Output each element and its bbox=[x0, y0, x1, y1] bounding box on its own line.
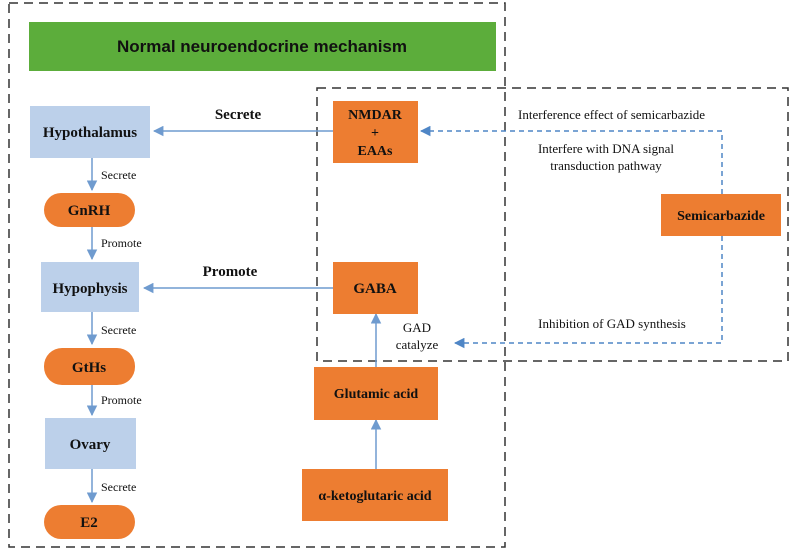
nmdar-label-line2: + bbox=[371, 126, 379, 141]
nmdar-eaas-box bbox=[333, 101, 418, 163]
gaba-box bbox=[333, 262, 418, 314]
semicarbazide-box bbox=[661, 194, 781, 236]
gnrh-pill bbox=[44, 193, 135, 227]
ovary-label: Ovary bbox=[70, 437, 111, 453]
title-banner bbox=[29, 22, 496, 71]
ketoglutaric-acid-box bbox=[302, 469, 448, 521]
nmdar-label-line1: NMDAR bbox=[348, 108, 403, 123]
diagram-title: Normal neuroendocrine mechanism bbox=[117, 37, 407, 56]
nmdar-label-line3: EAAs bbox=[357, 144, 393, 159]
e2-pill bbox=[44, 505, 135, 539]
dna-interference-line2: transduction pathway bbox=[550, 158, 662, 173]
semicarbazide-interference-frame bbox=[316, 87, 789, 362]
gad-inhibition-label: Inhibition of GAD synthesis bbox=[538, 316, 686, 331]
glutamic-acid-label: Glutamic acid bbox=[334, 387, 419, 402]
hypothalamus-label: Hypothalamus bbox=[43, 125, 137, 141]
hypophysis-label: Hypophysis bbox=[52, 281, 127, 297]
ketoglutaric-acid-label: α-ketoglutaric acid bbox=[318, 489, 431, 504]
e2-label: E2 bbox=[80, 515, 98, 531]
promote-bold-label: Promote bbox=[203, 264, 258, 280]
ovary-box bbox=[45, 418, 136, 469]
secrete-label-2: Secrete bbox=[101, 323, 136, 337]
gaba-label: GABA bbox=[353, 281, 397, 297]
gad-catalyze-line2: catalyze bbox=[396, 337, 439, 352]
gths-pill bbox=[44, 348, 135, 385]
semicarbazide-label: Semicarbazide bbox=[677, 209, 765, 224]
interference-label: Interference effect of semicarbazide bbox=[518, 107, 705, 122]
dashed-arrow-semicarbazide-to-nmdar bbox=[419, 125, 723, 194]
secrete-label-1: Secrete bbox=[101, 168, 136, 182]
hypophysis-box bbox=[41, 262, 139, 312]
glutamic-acid-box bbox=[314, 367, 438, 420]
gnrh-label: GnRH bbox=[68, 203, 111, 219]
secrete-bold-label: Secrete bbox=[215, 107, 262, 123]
normal-mechanism-frame bbox=[8, 2, 506, 548]
promote-label-2: Promote bbox=[101, 393, 142, 407]
gad-catalyze-line1: GAD bbox=[403, 320, 431, 335]
gths-label: GtHs bbox=[72, 360, 106, 376]
promote-label-1: Promote bbox=[101, 236, 142, 250]
hypothalamus-box bbox=[30, 106, 150, 158]
secrete-label-3: Secrete bbox=[101, 480, 136, 494]
dna-interference-line1: Interfere with DNA signal bbox=[538, 141, 674, 156]
